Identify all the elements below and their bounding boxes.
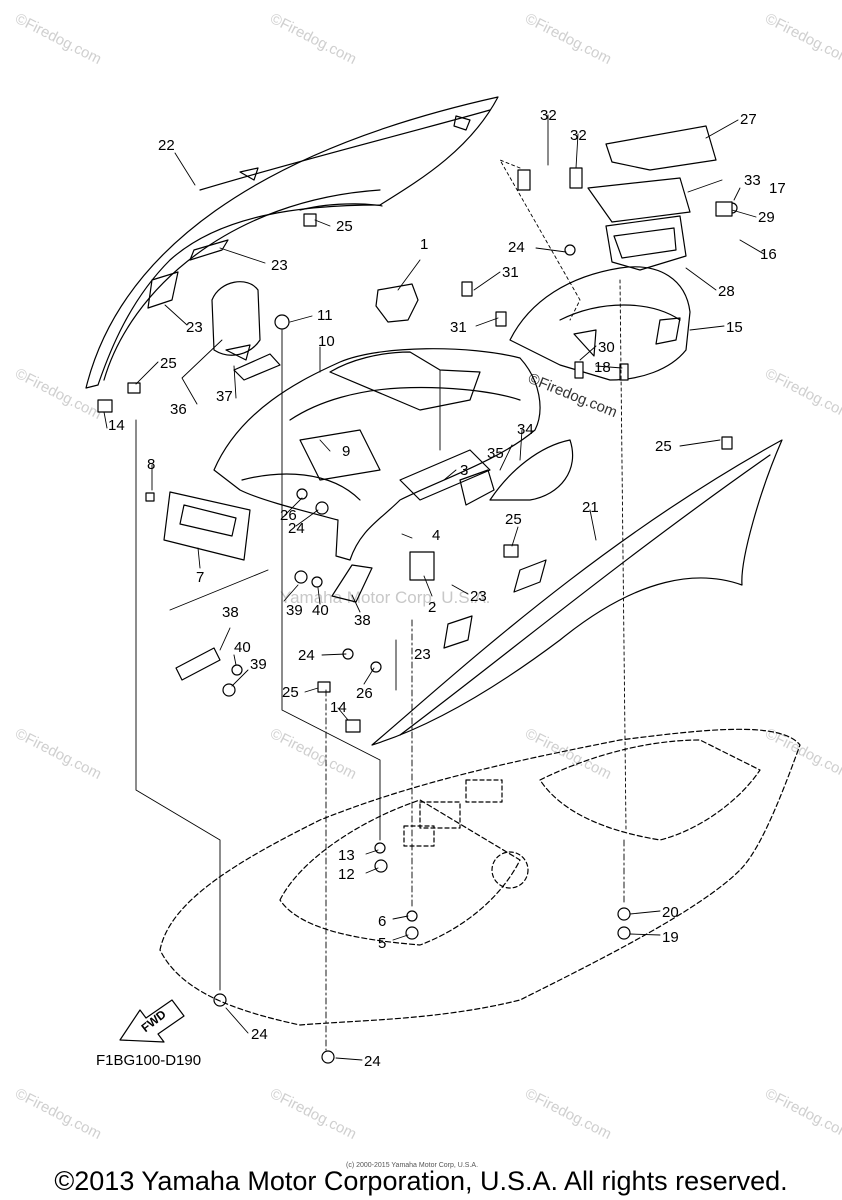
callout-39: 39: [250, 656, 267, 673]
callout-3: 3: [460, 462, 469, 479]
pad-part-33: [587, 177, 691, 223]
callout-24: 24: [508, 239, 525, 256]
storage-box-part-15: [509, 266, 691, 381]
callout-28: 28: [718, 283, 735, 300]
grip-part-36: [211, 281, 281, 381]
callout-40: 40: [312, 602, 329, 619]
tray-part-28: [605, 215, 687, 271]
callout-9: 9: [342, 443, 351, 460]
callout-36: 36: [170, 401, 187, 418]
callout-25: 25: [505, 511, 522, 528]
rear-cover-top-part-22: [85, 96, 499, 389]
callout-34: 34: [517, 421, 534, 438]
lid-part-27: [605, 125, 717, 171]
callout-25: 25: [655, 438, 672, 455]
callout-13: 13: [338, 847, 355, 864]
fin-part-34: [459, 439, 574, 506]
callout-2: 2: [428, 599, 437, 616]
fwd-arrow: [119, 999, 185, 1043]
callout-27: 27: [740, 111, 757, 128]
callout-35: 35: [487, 445, 504, 462]
callout-37: 37: [216, 388, 233, 405]
latch-part-1: [375, 283, 419, 323]
callout-32: 32: [570, 127, 587, 144]
callout-33: 33: [744, 172, 761, 189]
callout-40: 40: [234, 639, 251, 656]
callout-26: 26: [280, 507, 297, 524]
callout-29: 29: [758, 209, 775, 226]
callout-31: 31: [502, 264, 519, 281]
callout-39: 39: [286, 602, 303, 619]
callout-16: 16: [760, 246, 777, 263]
callout-31: 31: [450, 319, 467, 336]
leader-lines: [103, 114, 765, 1061]
callout-4: 4: [432, 527, 441, 544]
badge-part-7: [163, 491, 251, 561]
diagram-code: F1BG100-D190: [96, 1052, 202, 1069]
bracket-part-38: [175, 564, 373, 681]
main-body-part-10: [213, 348, 541, 561]
callout-8: 8: [147, 456, 156, 473]
callout-26: 26: [356, 685, 373, 702]
tiny-credit: (c) 2000-2015 Yamaha Motor Corp, U.S.A.: [346, 1162, 479, 1169]
callout-25: 25: [336, 218, 353, 235]
callout-22: 22: [158, 137, 175, 154]
callout-23: 23: [470, 588, 487, 605]
callout-1: 1: [420, 236, 429, 253]
callout-25: 25: [282, 684, 299, 701]
callout-10: 10: [318, 333, 335, 350]
callout-38: 38: [222, 604, 239, 621]
callout-5: 5: [378, 935, 387, 952]
callout-30: 30: [598, 339, 615, 356]
callout-6: 6: [378, 913, 387, 930]
callout-23: 23: [414, 646, 431, 663]
callout-7: 7: [196, 569, 205, 586]
callout-24: 24: [288, 520, 305, 537]
callout-21: 21: [582, 499, 599, 516]
center-watermark: Yamaha Motor Corp, U.S.A.: [280, 588, 491, 607]
callout-20: 20: [662, 904, 679, 921]
callout-17: 17: [769, 180, 786, 197]
callout-15: 15: [726, 319, 743, 336]
hull-deck: [159, 728, 801, 1026]
hardware: [97, 167, 738, 1064]
callout-14: 14: [108, 417, 125, 434]
copyright-notice: ©2013 Yamaha Motor Corporation, U.S.A. A…: [54, 1166, 788, 1196]
callout-32: 32: [540, 107, 557, 124]
callout-14: 14: [330, 699, 347, 716]
callout-12: 12: [338, 866, 355, 883]
callout-24: 24: [251, 1026, 268, 1043]
callout-24: 24: [364, 1053, 381, 1070]
callout-23: 23: [271, 257, 288, 274]
callout-23: 23: [186, 319, 203, 336]
callout-25: 25: [160, 355, 177, 372]
callout-18: 18: [594, 359, 611, 376]
callout-11: 11: [317, 307, 333, 324]
callout-38: 38: [354, 612, 371, 629]
side-panel-part-21: [371, 439, 783, 746]
callout-24: 24: [298, 647, 315, 664]
callout-19: 19: [662, 929, 679, 946]
